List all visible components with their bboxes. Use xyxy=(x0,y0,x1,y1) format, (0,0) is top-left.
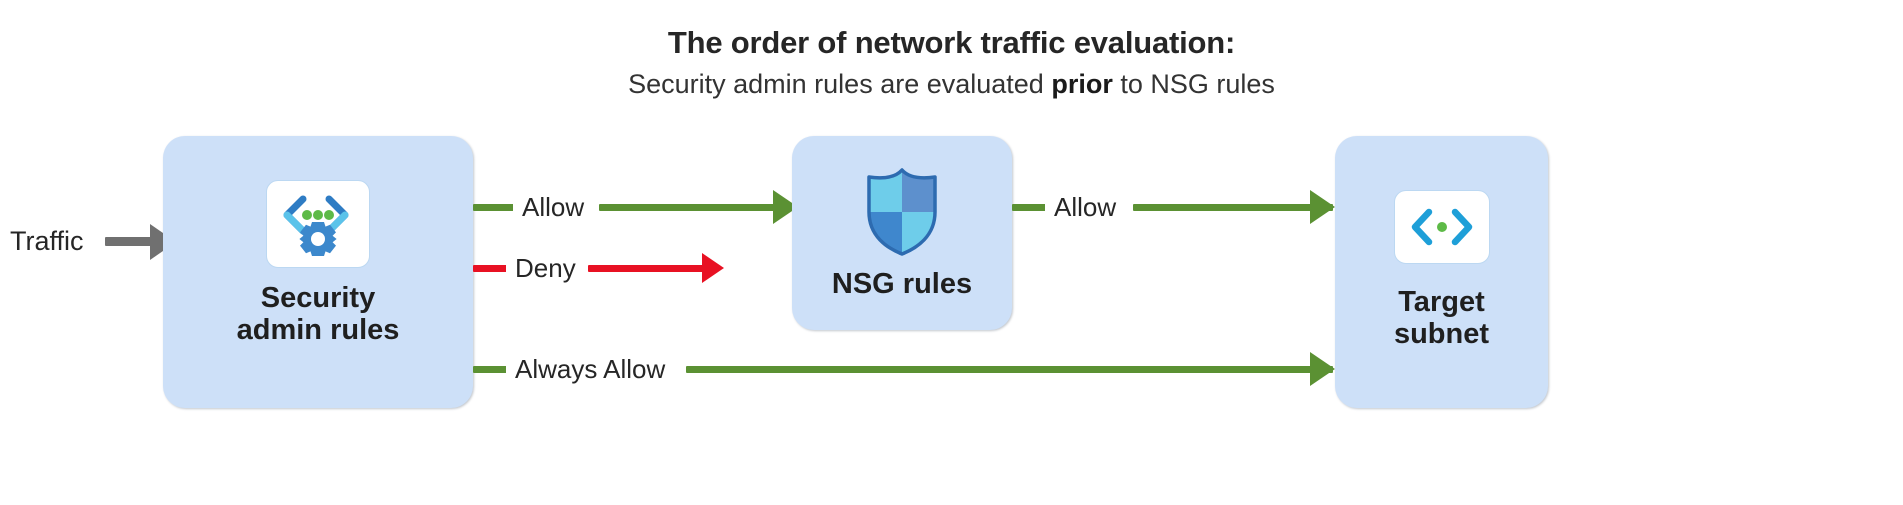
allow-to-nsg-line-left xyxy=(473,204,523,211)
node-security-admin-rules[interactable]: Security admin rules xyxy=(163,136,473,408)
deny-line-right xyxy=(588,265,706,272)
node-label-nsg-rules: NSG rules xyxy=(831,268,973,300)
subtitle-text-before: Security admin rules are evaluated xyxy=(628,69,1052,99)
node-target-subnet[interactable]: Target subnet xyxy=(1335,136,1548,408)
allow-to-subnet-line-right xyxy=(1133,204,1333,211)
node-label-target-subnet: Target subnet xyxy=(1393,286,1490,351)
edge-label-always-allow: Always Allow xyxy=(506,356,675,382)
allow-to-subnet-line-left xyxy=(1012,204,1052,211)
page-title: The order of network traffic evaluation: xyxy=(667,25,1236,60)
allow-to-nsg-line-right xyxy=(599,204,779,211)
traffic-arrow-line xyxy=(105,237,155,246)
edge-label-deny: Deny xyxy=(506,255,585,281)
deny-line-left xyxy=(473,265,513,272)
shield-icon xyxy=(867,168,937,256)
always-allow-arrow-head xyxy=(1310,352,1335,386)
always-allow-line-left xyxy=(473,366,513,373)
edge-label-traffic: Traffic xyxy=(10,226,84,256)
page-subtitle: Security admin rules are evaluated prior… xyxy=(0,69,1903,100)
node-label-security-admin-rules: Security admin rules xyxy=(236,282,400,347)
subtitle-emphasis: prior xyxy=(1051,69,1113,99)
allow-to-subnet-arrow-head xyxy=(1310,190,1335,224)
deny-arrow-head xyxy=(702,253,724,283)
edge-label-allow-to-nsg: Allow xyxy=(513,194,594,220)
subnet-code-icon xyxy=(1393,190,1490,264)
subtitle-text-after: to NSG rules xyxy=(1112,69,1275,99)
node-nsg-rules[interactable]: NSG rules xyxy=(792,136,1012,330)
security-admin-rules-icon xyxy=(266,180,370,268)
always-allow-line-right xyxy=(686,366,1333,373)
edge-label-allow-to-subnet: Allow xyxy=(1045,194,1126,220)
